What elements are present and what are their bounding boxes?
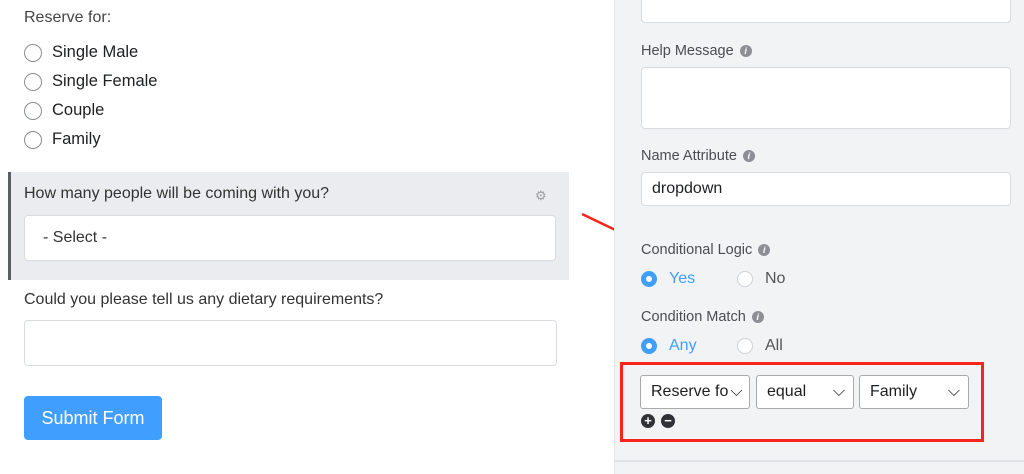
people-select[interactable]: - Select - bbox=[24, 215, 556, 261]
top-field-input[interactable] bbox=[641, 0, 1011, 23]
option-label: Single Male bbox=[52, 43, 139, 61]
info-icon: i bbox=[739, 45, 752, 57]
chevron-down-icon: ⌵ bbox=[728, 383, 743, 401]
help-message-textarea[interactable] bbox=[641, 67, 1011, 129]
radio-checked-icon bbox=[641, 271, 657, 287]
add-rule-icon[interactable]: + bbox=[641, 414, 655, 428]
radio-family[interactable]: Family bbox=[24, 130, 101, 149]
name-attribute-input[interactable]: dropdown bbox=[641, 172, 1011, 206]
radio-circle-icon bbox=[24, 130, 42, 149]
submit-form-button[interactable]: Submit Form bbox=[24, 396, 162, 440]
chevron-down-icon: ⌵ bbox=[832, 383, 845, 400]
rule-value-select[interactable]: Family⌵ bbox=[859, 375, 969, 409]
radio-single-female[interactable]: Single Female bbox=[24, 72, 157, 91]
condition-match-all-radio[interactable]: All bbox=[737, 337, 783, 355]
rule-field-select[interactable]: Reserve fo⌵ bbox=[640, 375, 750, 409]
radio-circle-icon bbox=[737, 271, 753, 287]
conditional-logic-yes-radio[interactable]: Yes bbox=[641, 270, 695, 288]
condition-match-any-radio[interactable]: Any bbox=[641, 337, 697, 355]
info-icon: i bbox=[742, 150, 755, 162]
remove-rule-icon[interactable]: − bbox=[661, 414, 675, 428]
option-label: Family bbox=[52, 130, 101, 148]
field-settings-icon[interactable]: ⚙ bbox=[535, 188, 547, 203]
dietary-input[interactable] bbox=[24, 320, 557, 366]
radio-circle-icon bbox=[24, 101, 42, 120]
selected-field-block[interactable]: How many people will be coming with you?… bbox=[8, 172, 569, 280]
radio-circle-icon bbox=[737, 338, 753, 354]
divider bbox=[615, 460, 1024, 462]
option-label: Single Female bbox=[52, 72, 158, 90]
conditional-logic-no-radio[interactable]: No bbox=[737, 270, 785, 288]
chevron-down-icon: ⌵ bbox=[947, 383, 960, 400]
dietary-question-label: Could you please tell us any dietary req… bbox=[24, 291, 384, 308]
radio-single-male[interactable]: Single Male bbox=[24, 43, 138, 62]
rule-operator-select[interactable]: equal⌵ bbox=[756, 375, 854, 409]
radio-checked-icon bbox=[641, 338, 657, 354]
info-icon: i bbox=[758, 244, 771, 256]
annotation-highlight-box bbox=[620, 362, 984, 442]
info-icon: i bbox=[751, 311, 764, 323]
people-question-label: How many people will be coming with you? bbox=[24, 185, 330, 202]
radio-circle-icon bbox=[24, 72, 42, 91]
radio-couple[interactable]: Couple bbox=[24, 101, 104, 120]
reserve-for-label: Reserve for: bbox=[24, 9, 112, 26]
radio-circle-icon bbox=[24, 43, 42, 62]
form-preview: Reserve for: Single Male Single Female C… bbox=[8, 9, 569, 440]
option-label: Couple bbox=[52, 101, 105, 119]
